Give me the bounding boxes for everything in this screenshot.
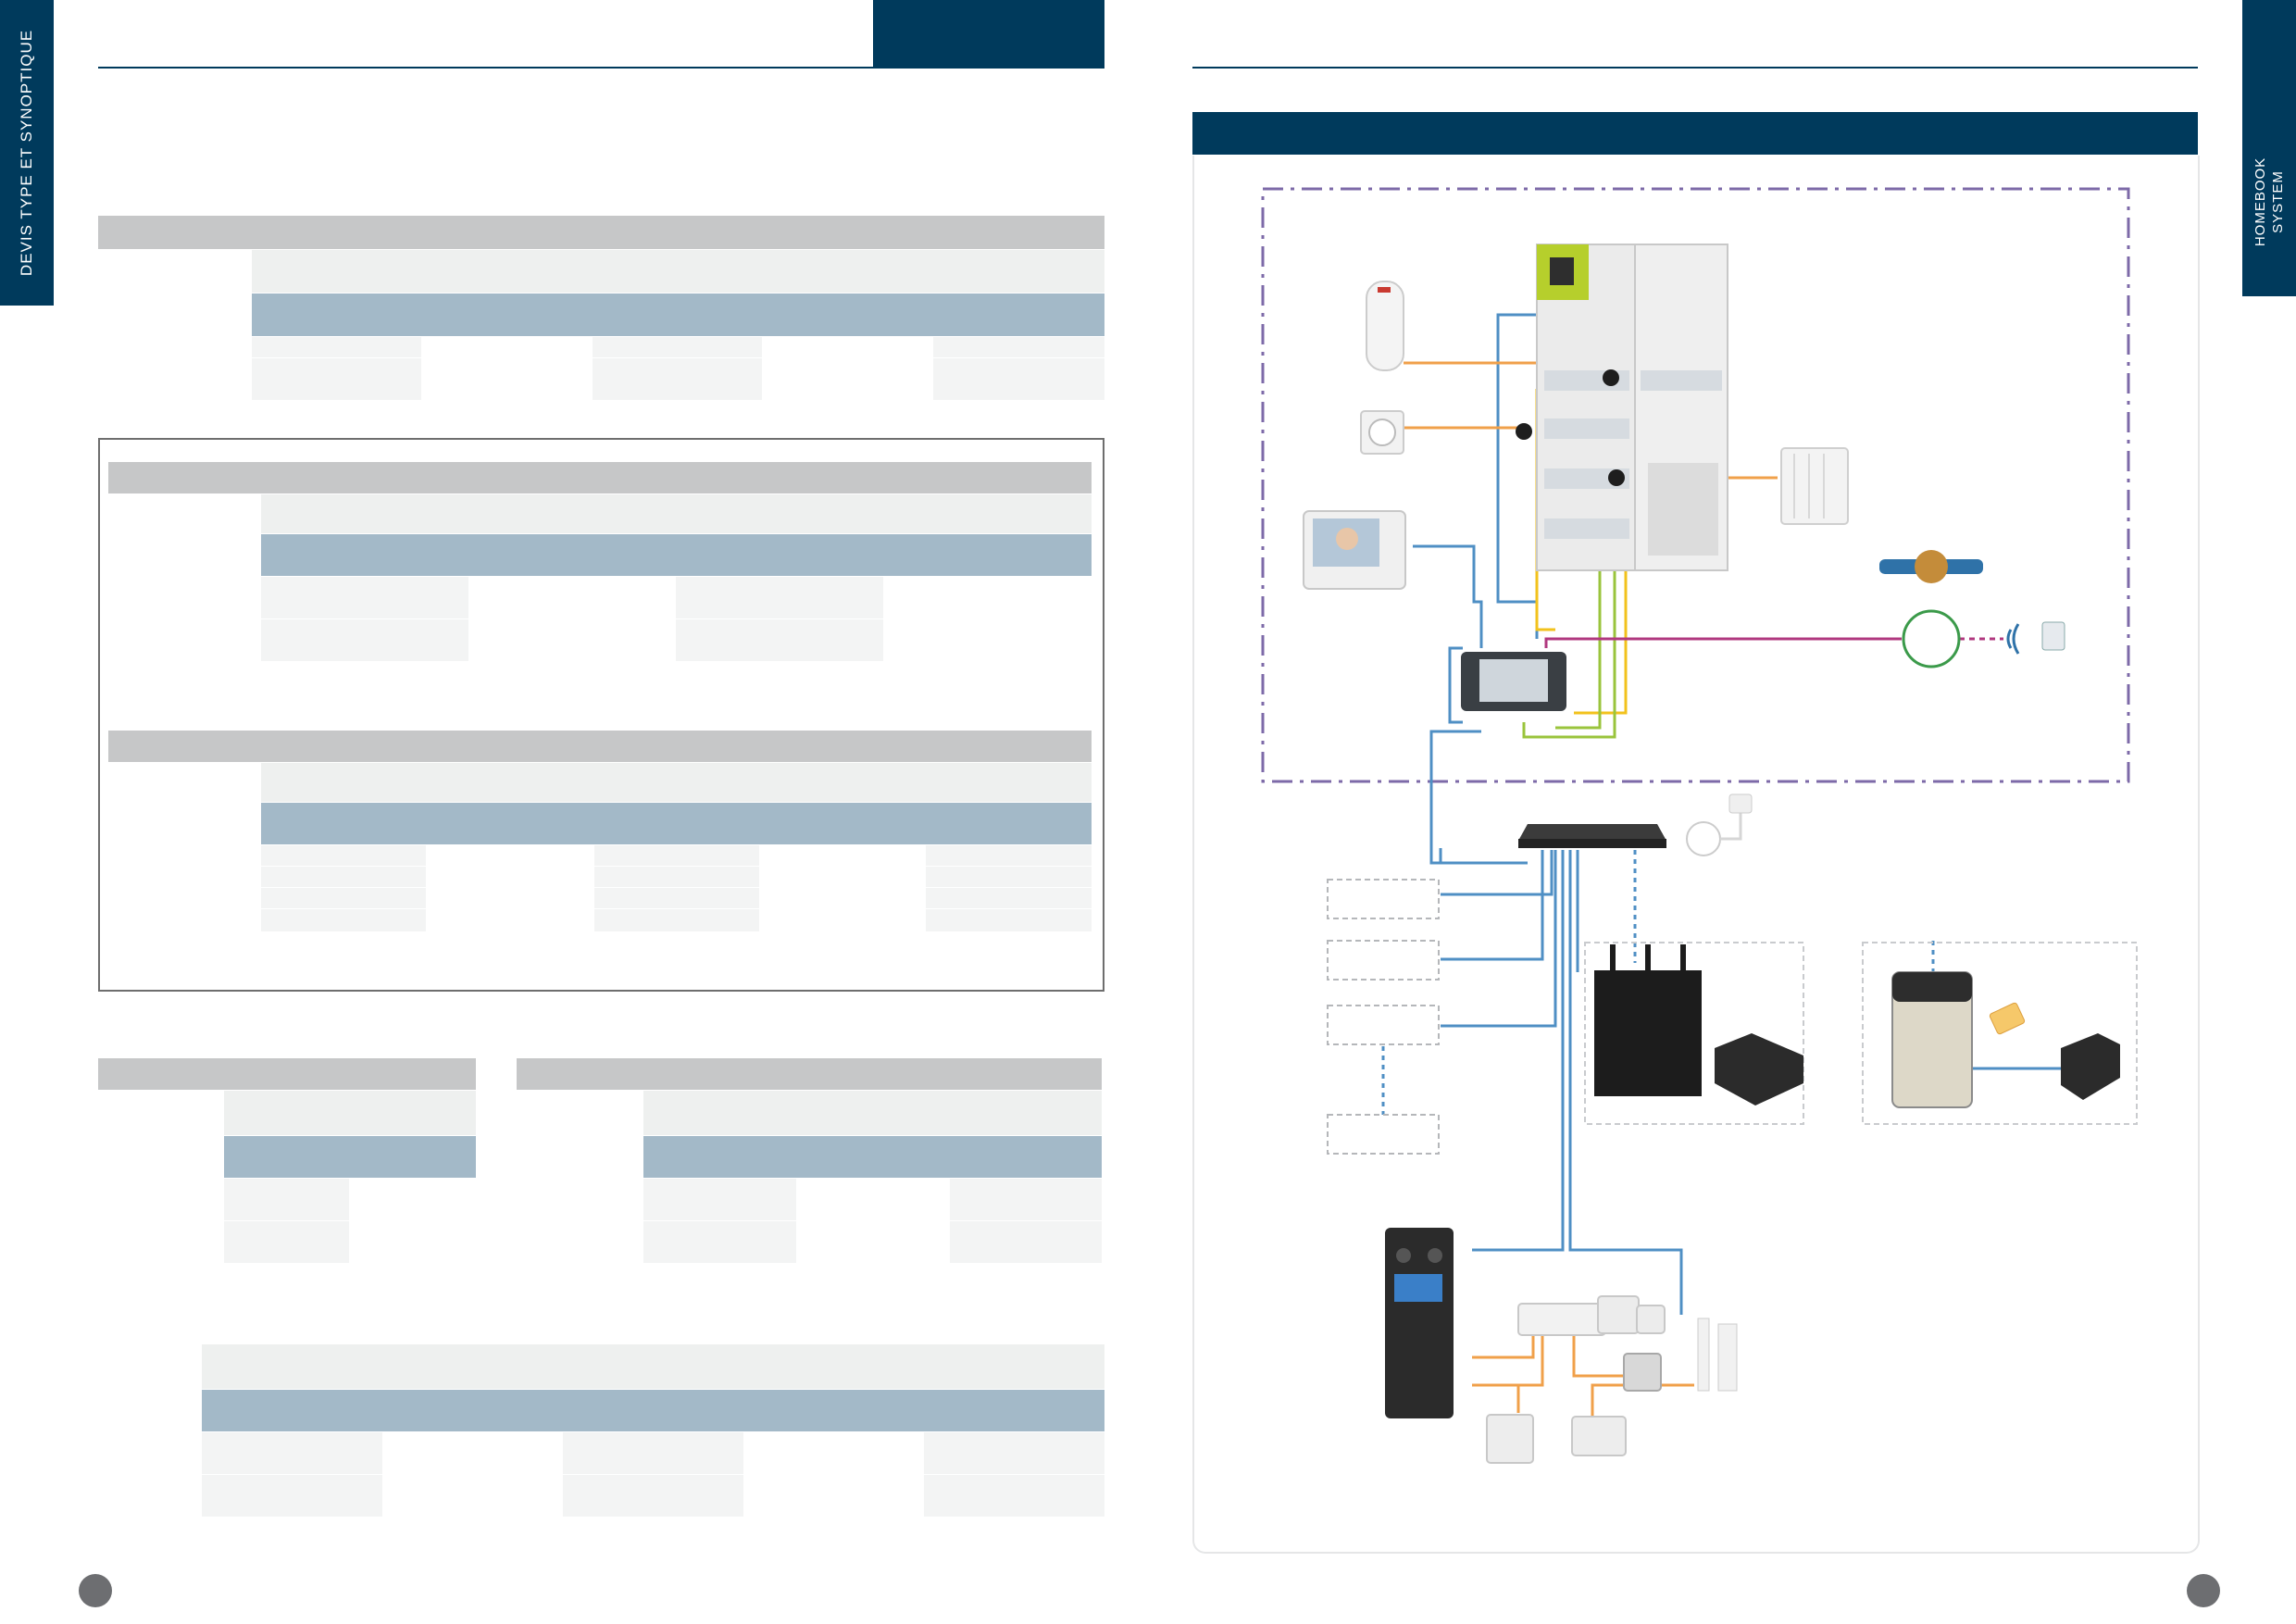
network-switch-icon	[1518, 824, 1666, 848]
controller-module-icon	[1461, 652, 1566, 711]
home-zone-border	[1261, 187, 2130, 783]
meter-wire	[1544, 637, 1902, 648]
left-header-rule	[98, 67, 1104, 69]
table6-cell	[563, 1475, 743, 1518]
right-side-tab: HOMEBOOK SYSTEM	[2242, 0, 2296, 296]
power-wire	[1572, 1333, 1629, 1378]
gateway-box-icon	[2061, 1033, 2120, 1100]
synoptic-title-bar	[1192, 112, 2198, 155]
table5-cell	[643, 1221, 796, 1264]
table3-cell	[926, 909, 1092, 932]
gsm-group-box	[1862, 942, 2138, 1125]
network-wire	[1441, 850, 1554, 896]
magnetic-lock-icon	[1697, 1318, 1738, 1392]
table1-cell	[593, 337, 762, 358]
table2-cell	[676, 619, 883, 662]
room-box	[1327, 1005, 1440, 1045]
synoptic-frame	[1192, 156, 2200, 1554]
network-wire	[1441, 850, 1544, 961]
table5-header-bar	[517, 1058, 1102, 1090]
table4-cell	[224, 1179, 349, 1221]
left-header-block	[873, 0, 1104, 69]
network-wire	[1472, 850, 1565, 1252]
table5-cell	[950, 1179, 1102, 1221]
table1-column-header-row	[252, 294, 1104, 336]
network-wire	[1429, 730, 1528, 865]
table3-cell	[926, 867, 1092, 888]
table4-header-bar	[98, 1058, 476, 1090]
table4-subheader-row	[224, 1091, 476, 1135]
electrical-panel-icon	[1516, 244, 1728, 571]
table2-cell	[261, 577, 468, 619]
table3-cell	[594, 909, 759, 932]
table1-cell	[252, 358, 421, 401]
sim-card-icon	[1989, 1002, 2026, 1035]
power-wire	[1472, 1333, 1535, 1359]
table1-cell	[933, 358, 1104, 401]
power-wire	[1472, 1333, 1544, 1387]
room-box	[1327, 940, 1440, 981]
table3-cell	[926, 888, 1092, 909]
network-wire	[1413, 544, 1483, 648]
right-header-rule	[1192, 67, 2198, 69]
network-wire	[1441, 850, 1557, 1028]
radiator-icon	[1780, 447, 1849, 525]
table6-cell	[202, 1432, 382, 1475]
table6-cell	[563, 1432, 743, 1475]
table3-cell	[594, 888, 759, 909]
options-outline-box	[98, 438, 1104, 992]
table2-column-header-row	[261, 534, 1092, 576]
table6-subheader-row	[202, 1344, 1104, 1389]
table3-cell	[261, 909, 426, 932]
router-icon	[1594, 944, 1702, 1096]
table3-cell	[261, 867, 426, 888]
power-adapter-icon	[1686, 793, 1753, 856]
table6-cell	[202, 1475, 382, 1518]
table5-cell	[950, 1221, 1102, 1264]
table1-cell	[593, 358, 762, 401]
table1-cell	[252, 337, 421, 358]
table1-subheader-row	[252, 250, 1104, 293]
left-page-number-dot	[79, 1574, 112, 1607]
door-entry-panel-icon	[1385, 1228, 1454, 1418]
room-box	[1327, 1114, 1440, 1155]
table3-cell	[261, 845, 426, 867]
table2-cell	[261, 619, 468, 662]
table2-subheader-row	[261, 494, 1092, 533]
table1-cell	[933, 337, 1104, 358]
table4-cell	[224, 1221, 349, 1264]
water-heater-icon	[1366, 281, 1404, 371]
table2-header-bar	[108, 462, 1092, 493]
network-wire	[1448, 646, 1463, 724]
table3-column-header-row	[261, 803, 1092, 844]
table5-subheader-row	[643, 1091, 1102, 1135]
table1-header-bar	[98, 216, 1104, 249]
room-box	[1327, 879, 1440, 919]
right-page-number-dot	[2187, 1574, 2220, 1607]
gsm-module-icon	[1891, 971, 1973, 1108]
table2-cell	[676, 577, 883, 619]
table3-cell	[594, 845, 759, 867]
table5-cell	[643, 1179, 796, 1221]
gateway-box-icon	[1715, 1033, 1803, 1106]
table5-column-header-row	[643, 1136, 1102, 1178]
wireless-signal-icon	[2006, 621, 2065, 655]
access-control-module-icon	[1486, 1295, 1666, 1464]
table3-subheader-row	[261, 763, 1092, 802]
table4-column-header-row	[224, 1136, 476, 1178]
table6-column-header-row	[202, 1390, 1104, 1431]
table3-cell	[594, 867, 759, 888]
power-outlet-icon	[1360, 410, 1404, 455]
table6-cell	[924, 1432, 1104, 1475]
water-meter-icon	[1879, 550, 1983, 668]
network-wire	[1568, 850, 1683, 1315]
table3-header-bar	[108, 731, 1092, 762]
left-side-tab: DEVIS TYPE ET SYNOPTIQUE	[0, 0, 54, 306]
table6-cell	[924, 1475, 1104, 1518]
table3-cell	[261, 888, 426, 909]
table3-cell	[926, 845, 1092, 867]
video-intercom-monitor-icon	[1303, 510, 1406, 590]
router-group-box	[1584, 942, 1804, 1125]
